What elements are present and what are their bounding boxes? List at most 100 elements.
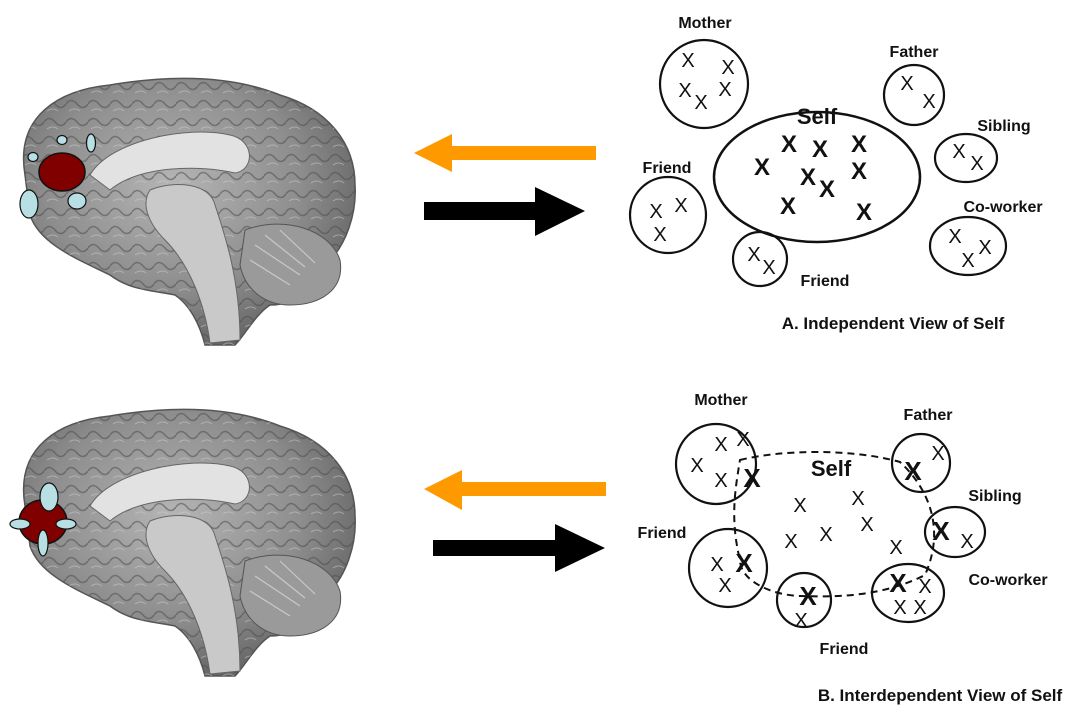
arrow-right-black	[433, 524, 605, 572]
x-mark: X	[851, 131, 867, 158]
brain-top	[22, 77, 356, 346]
self-dashed-boundary	[733, 451, 936, 598]
sibling-label: Sibling	[977, 118, 1030, 135]
arrow-right-black	[424, 187, 585, 236]
self-label: Self	[811, 456, 852, 481]
self-circle	[712, 110, 922, 244]
secondary-activation-blob	[67, 192, 87, 210]
coworker-circle	[870, 562, 946, 624]
mother-circle	[658, 38, 750, 130]
x-mark: X	[922, 91, 935, 113]
x-mark: X	[678, 80, 691, 102]
x-mark: X	[718, 79, 731, 101]
mother-label: Mother	[678, 15, 731, 32]
x-mark: X	[781, 131, 797, 158]
x-mark: X	[918, 576, 931, 598]
mother-circle	[674, 422, 758, 506]
secondary-activation-blob	[27, 151, 39, 163]
x-mark: X	[754, 154, 770, 181]
coworker-circle	[928, 215, 1008, 277]
x-mark: X	[932, 516, 950, 546]
x-mark: X	[913, 597, 926, 619]
x-mark: X	[961, 250, 974, 272]
x-mark: X	[893, 597, 906, 619]
friend-label: Friend	[643, 160, 692, 177]
secondary-activation-blob	[85, 133, 97, 153]
x-mark: X	[735, 548, 753, 578]
sibling-label: Sibling	[968, 488, 1021, 505]
friend-circle	[731, 230, 789, 288]
self-label: Self	[797, 104, 838, 129]
x-mark: X	[681, 50, 694, 72]
x-mark: X	[819, 176, 835, 203]
x-mark: X	[970, 153, 983, 175]
x-mark: X	[710, 554, 723, 576]
coworker-label: Co-worker	[968, 572, 1047, 589]
x-mark: X	[948, 226, 961, 248]
father-circle	[890, 432, 952, 494]
x-mark: X	[718, 575, 731, 597]
independent-self-diagram: Mother Father Sibling Friend Friend Co-w…	[628, 15, 1043, 333]
caption-interdependent: B. Interdependent View of Self	[818, 686, 1063, 705]
father-circle	[882, 63, 946, 127]
x-mark: X	[860, 514, 873, 536]
friend-circle	[687, 527, 769, 609]
secondary-activation-blob	[9, 518, 31, 530]
x-mark: X	[851, 158, 867, 185]
x-mark: X	[690, 455, 703, 477]
friend-label: Friend	[820, 641, 869, 658]
interdependent-self-diagram: Mother Father Sibling Friend Friend Co-w…	[638, 392, 1063, 705]
friend-circle	[775, 571, 833, 629]
x-mark: X	[674, 195, 687, 217]
father-label: Father	[890, 44, 939, 61]
x-mark: X	[780, 193, 796, 220]
x-mark: X	[800, 164, 816, 191]
x-mark: X	[784, 531, 797, 553]
x-mark: X	[794, 610, 807, 632]
secondary-activation-blob	[55, 518, 77, 530]
brain-bottom	[22, 408, 356, 677]
x-mark: X	[960, 531, 973, 553]
x-mark: X	[889, 537, 902, 559]
x-mark: X	[743, 463, 761, 493]
x-mark: X	[793, 495, 806, 517]
x-mark: X	[819, 524, 832, 546]
x-mark: X	[714, 470, 727, 492]
friend-label: Friend	[801, 273, 850, 290]
secondary-activation-blob	[56, 134, 68, 146]
x-mark: X	[978, 237, 991, 259]
secondary-activation-blob	[39, 482, 59, 512]
x-mark: X	[856, 199, 872, 226]
x-mark: X	[952, 141, 965, 163]
activation-interdependent	[9, 482, 77, 557]
secondary-activation-blob	[37, 529, 49, 557]
mpfc-activation-blob	[38, 152, 86, 192]
caption-independent: A. Independent View of Self	[782, 314, 1005, 333]
x-mark: X	[649, 201, 662, 223]
x-mark: X	[900, 73, 913, 95]
sibling-circle	[933, 132, 999, 184]
x-mark: X	[799, 581, 817, 611]
x-mark: X	[714, 434, 727, 456]
friend-circle	[628, 175, 708, 255]
father-label: Father	[904, 407, 953, 424]
coworker-label: Co-worker	[963, 199, 1042, 216]
x-mark: X	[736, 429, 749, 451]
x-mark: X	[694, 92, 707, 114]
secondary-activation-blob	[19, 189, 39, 219]
mother-label: Mother	[694, 392, 747, 409]
sibling-circle	[923, 505, 987, 559]
x-mark: X	[653, 224, 666, 246]
x-mark: X	[762, 257, 775, 279]
x-mark: X	[889, 568, 907, 598]
x-mark: X	[904, 456, 922, 486]
arrow-left-orange	[424, 470, 606, 510]
x-mark: X	[747, 244, 760, 266]
x-mark: X	[851, 488, 864, 510]
activation-independent	[19, 133, 97, 219]
x-mark: X	[721, 57, 734, 79]
friend-label: Friend	[638, 525, 687, 542]
